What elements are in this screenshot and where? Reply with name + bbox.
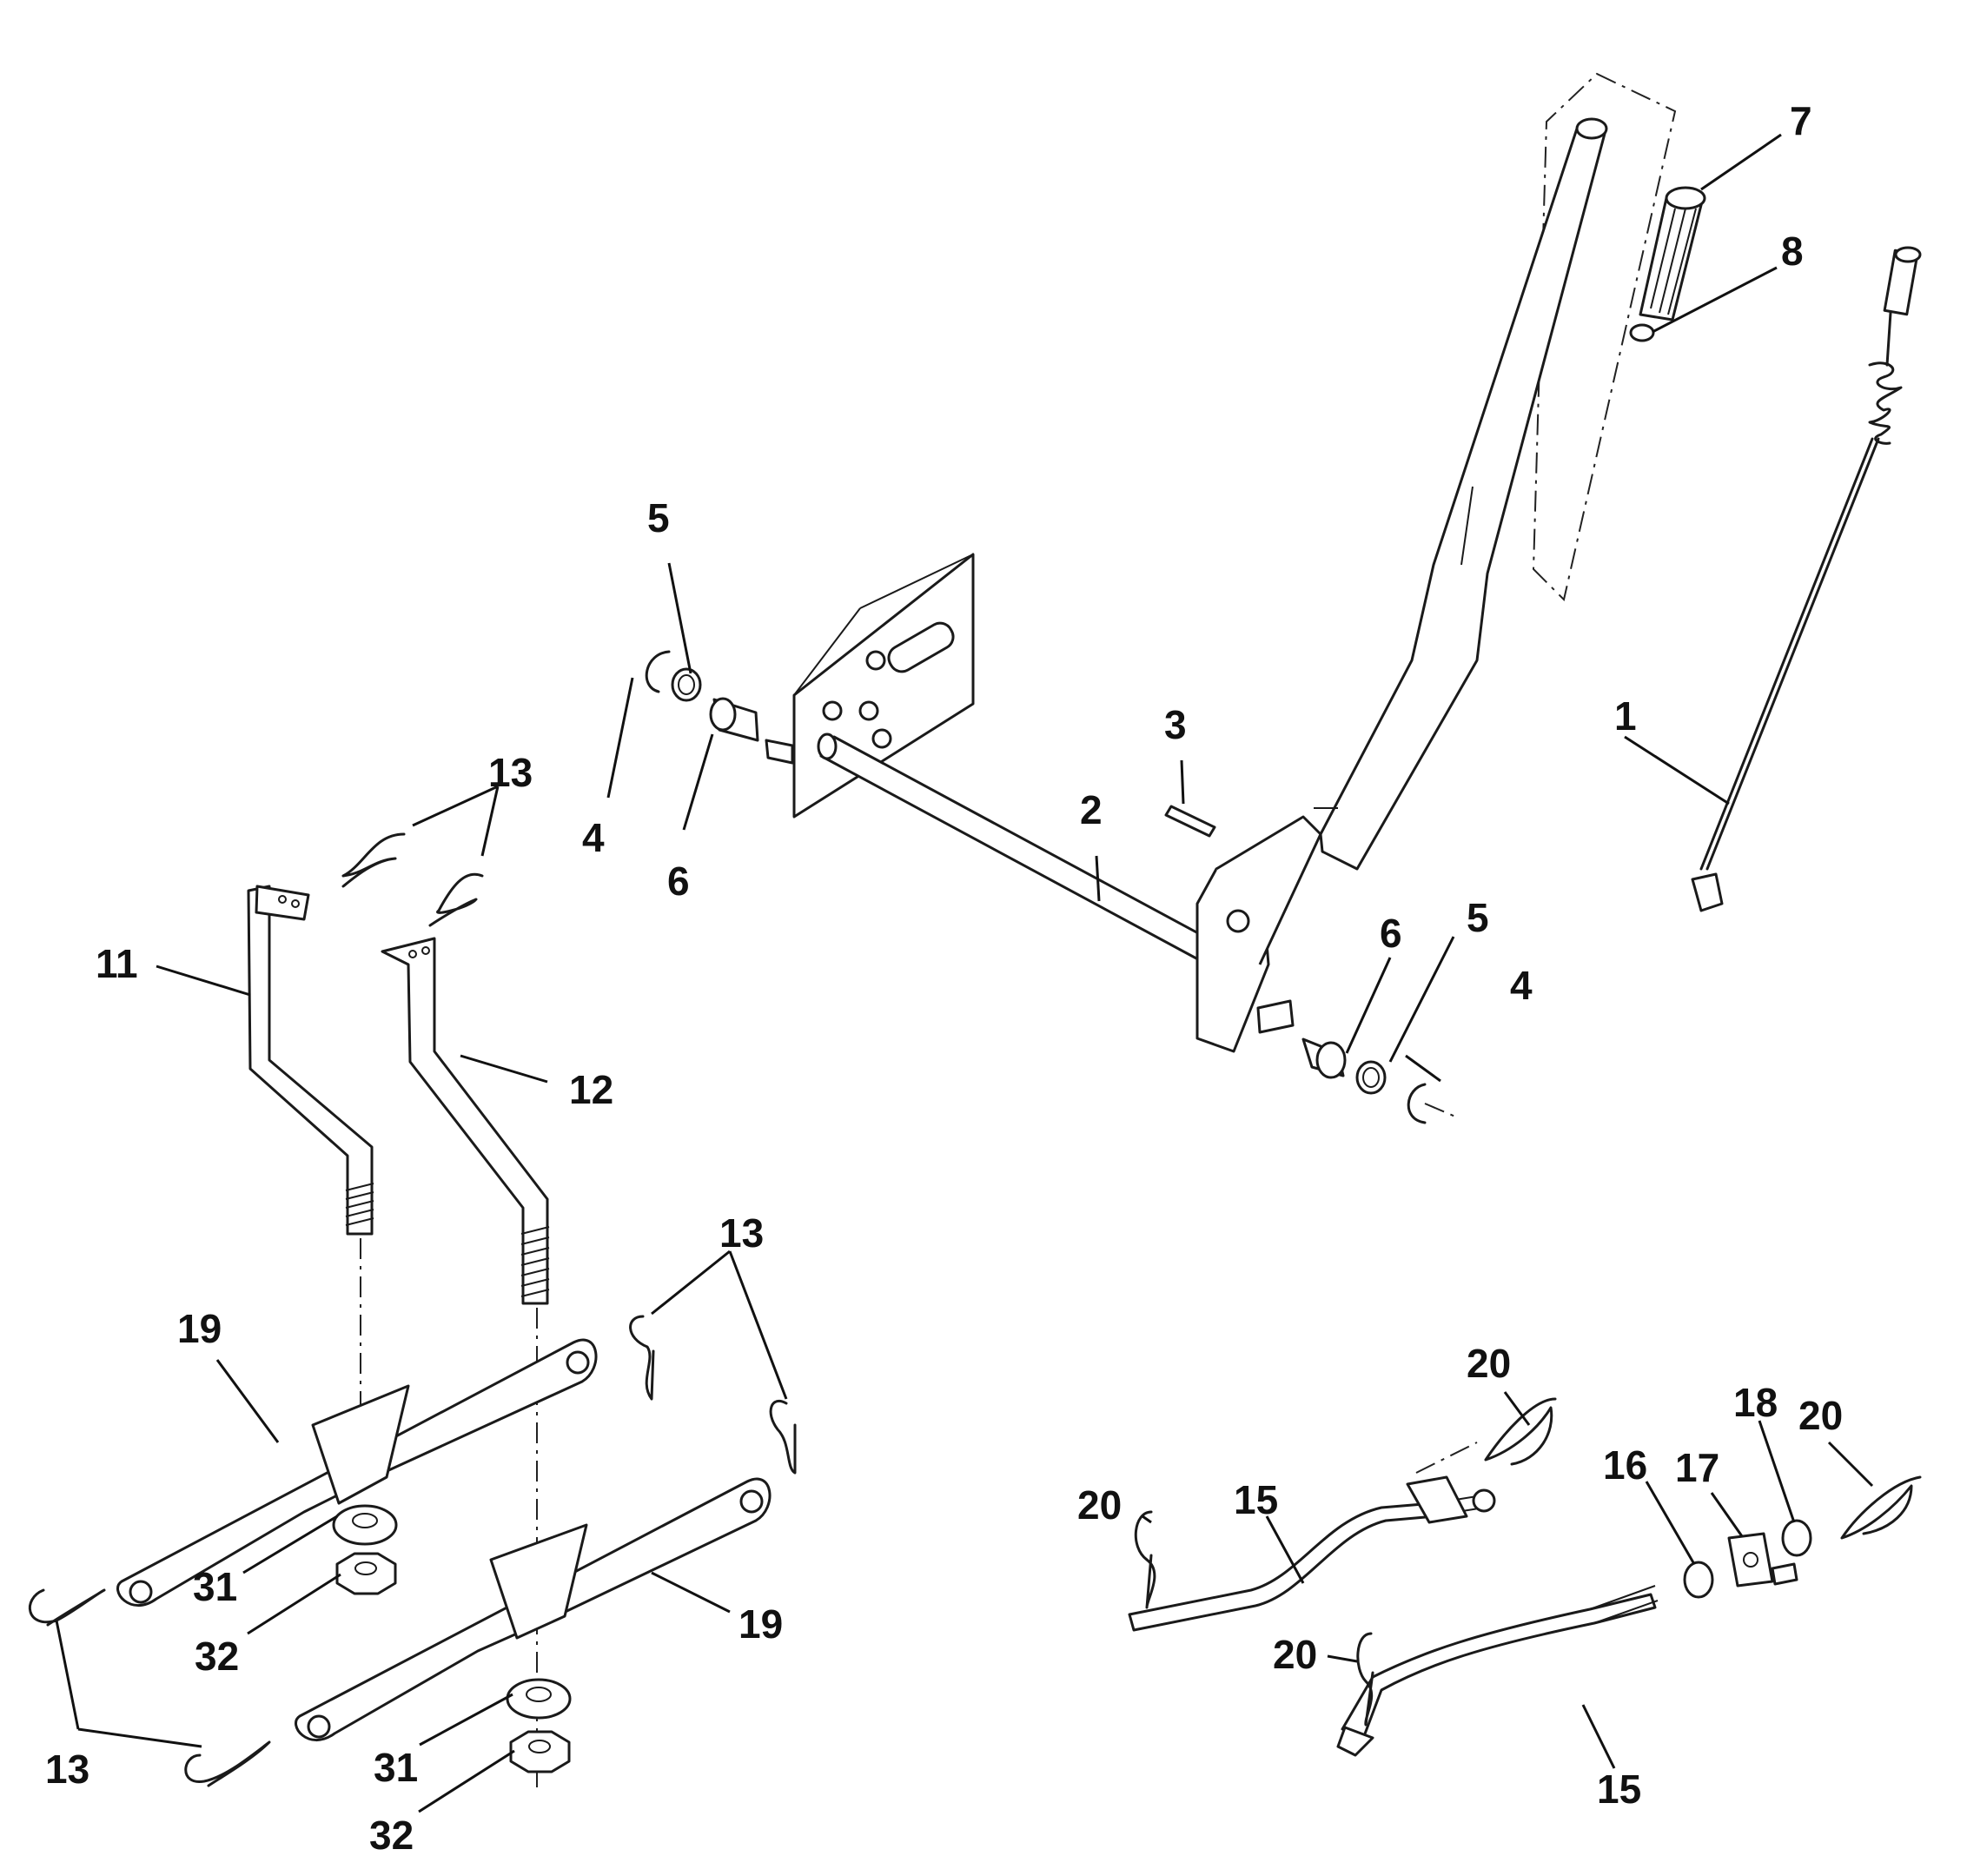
callout-20-top: 20: [1467, 1341, 1511, 1386]
lift-link-lower: [295, 1477, 772, 1741]
callout-1: 1: [1614, 693, 1637, 739]
callout-20-right: 20: [1798, 1393, 1843, 1438]
callout-6-left: 6: [667, 858, 690, 904]
hairpin-clip-20-bottom: [1356, 1632, 1374, 1727]
callout-3: 3: [1164, 702, 1187, 747]
callout-15-lower: 15: [1597, 1767, 1641, 1812]
callout-5-right: 5: [1467, 895, 1489, 940]
callout-18: 18: [1733, 1380, 1778, 1425]
grip-cap: [1629, 323, 1655, 342]
callout-17: 17: [1675, 1445, 1719, 1490]
lift-link-upper: [116, 1338, 598, 1607]
hairpin-clip-upper-right: [428, 872, 484, 927]
callout-2: 2: [1080, 787, 1103, 832]
adjustment-rod-lower: [1336, 1585, 1659, 1757]
callout-6-right: 6: [1380, 911, 1402, 956]
callout-31-upper: 31: [193, 1564, 237, 1609]
left-retainer-set: [645, 650, 794, 765]
callout-20-bottom: 20: [1273, 1632, 1317, 1677]
lift-lever-handle: [1314, 72, 1677, 871]
adjustment-rod-upper: [1128, 1442, 1496, 1632]
hairpin-clip-upper-left: [341, 832, 406, 888]
callout-32-upper: 32: [195, 1634, 239, 1679]
callout-32-lower: 32: [369, 1813, 414, 1858]
callout-7: 7: [1790, 98, 1812, 143]
hairpin-clip-mid-right: [769, 1399, 797, 1475]
callout-11: 11: [96, 941, 138, 986]
hairpin-clip-20-top: [1484, 1397, 1557, 1466]
callout-20-left: 20: [1077, 1482, 1122, 1528]
right-retainer-set: [1256, 999, 1456, 1124]
hairpin-clip-lower-left: [28, 1588, 106, 1627]
callout-13-upper: 13: [488, 750, 533, 795]
left-hanger-rod: [247, 885, 374, 1495]
roll-pin: [1164, 805, 1216, 838]
callout-31-lower: 31: [374, 1745, 418, 1790]
callout-19-upper: 19: [177, 1306, 222, 1351]
callout-13-lower: 13: [45, 1747, 89, 1792]
nut-lower: [509, 1730, 571, 1773]
trunnion-washer: [1781, 1519, 1812, 1557]
callout-4-right: 4: [1510, 963, 1533, 1008]
hairpin-clip-20-left: [1134, 1510, 1156, 1609]
nut-upper: [335, 1552, 397, 1595]
bushing-lower: [506, 1678, 572, 1720]
bushing-upper: [332, 1504, 398, 1546]
callout-labels: 1 2 3 4 4 5 5 6 6 7 8 11 12 13 13 13 15 …: [45, 98, 1843, 1858]
callout-12: 12: [569, 1067, 613, 1112]
hand-grip: [1639, 186, 1706, 322]
trunnion-block: [1727, 1532, 1798, 1588]
callout-15-upper: 15: [1234, 1477, 1278, 1522]
hairpin-clip-lower-right: [184, 1740, 271, 1787]
callout-13-middle: 13: [719, 1210, 764, 1256]
callout-5-left: 5: [647, 495, 670, 540]
adjust-nut: [1683, 1561, 1714, 1599]
lift-rod-with-spring: [1691, 246, 1922, 912]
callout-4-left: 4: [582, 815, 605, 860]
hairpin-clip-mid-left: [629, 1315, 655, 1401]
callout-16: 16: [1603, 1442, 1647, 1488]
lift-shaft: [817, 733, 1322, 1053]
leader-lines: [55, 133, 1874, 1813]
hairpin-clip-20-right: [1840, 1475, 1922, 1540]
callout-8: 8: [1781, 229, 1804, 274]
callout-19-lower: 19: [738, 1601, 783, 1647]
